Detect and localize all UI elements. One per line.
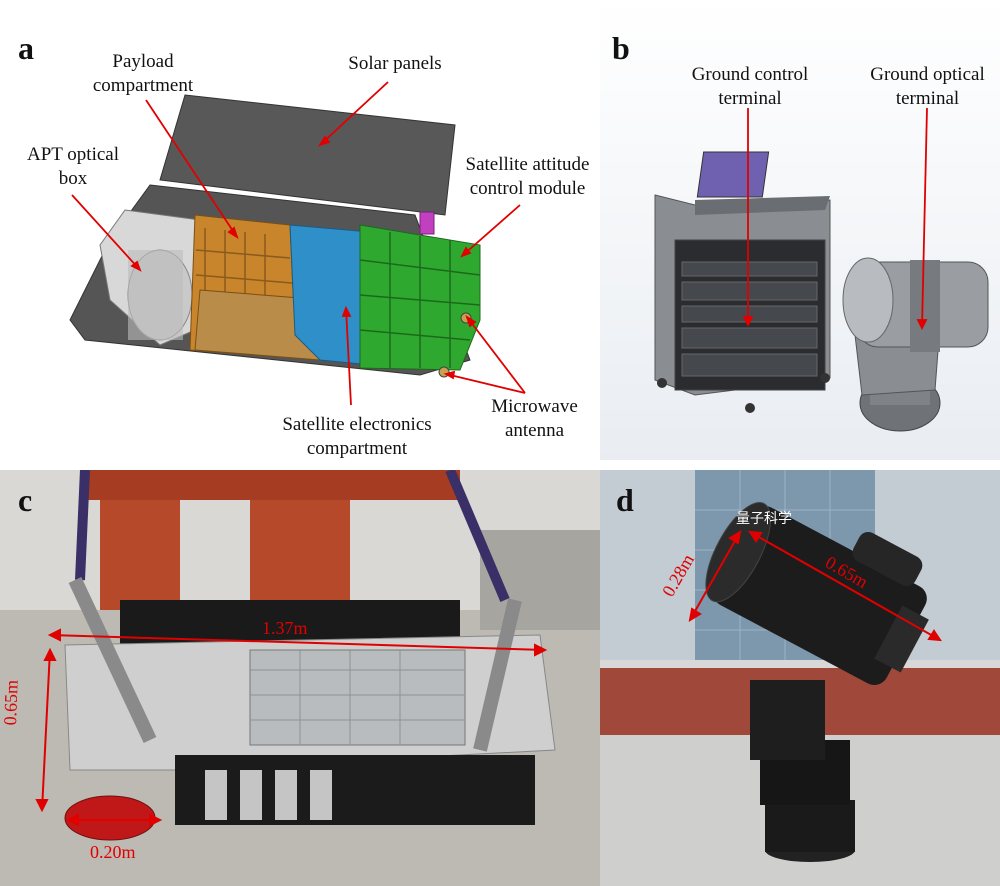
satellite-photo [0, 470, 600, 886]
panel-letter-c: c [18, 482, 33, 518]
panel-d: d 量子科学 0.28m 0.65m [600, 470, 1000, 886]
label-ground-control-terminal: Ground control terminal [691, 64, 809, 109]
panel-letter-a: a [18, 30, 34, 66]
label-ground-optical-terminal: Ground optical terminal [870, 64, 985, 109]
ground-station-render [600, 0, 1000, 460]
dimension-height: 0.65m [0, 679, 22, 726]
label-payload-compartment: Payload compartment [92, 51, 194, 96]
solar-panel-top [159, 94, 456, 216]
label-electronics-compartment: Satellite electronics compartment [282, 414, 432, 459]
panel-letter-b: b [612, 30, 630, 66]
label-attitude-control-module: Satellite attitude control module [465, 154, 590, 199]
telescope-photo [600, 470, 1000, 886]
panel-a: a Payload compartment Solar panels APT o… [0, 0, 600, 460]
label-apt-optical-box: APT optical box [26, 144, 119, 189]
panel-b: b Ground control terminal Ground optical… [600, 0, 1000, 460]
satellite-cad-diagram [69, 81, 526, 406]
dimension-length: 1.37m [262, 618, 308, 638]
dimension-aperture: 0.20m [90, 842, 136, 862]
building-sign: 量子科学 [736, 512, 792, 527]
panel-letter-d: d [616, 482, 634, 518]
panel-c: c 1.37m 0.65m 0.20m [0, 470, 600, 886]
label-microwave-antenna: Microwave antenna [491, 396, 578, 441]
label-solar-panels: Solar panels [348, 53, 442, 74]
electronics-compartment [289, 224, 373, 366]
